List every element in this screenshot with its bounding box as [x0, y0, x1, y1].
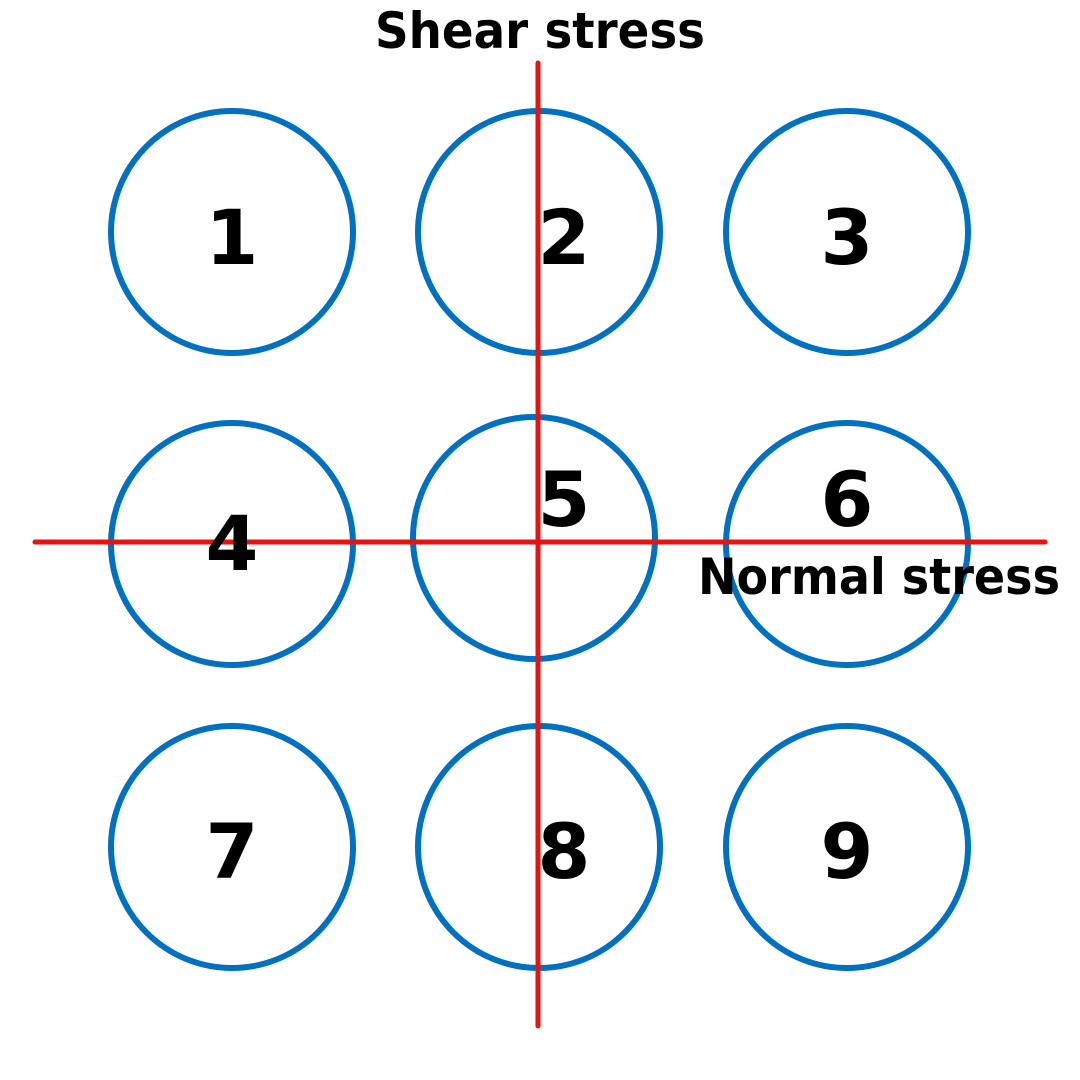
circle-9	[723, 723, 971, 971]
circle-labels: 1 2 3 4 5 6 7 8 9	[206, 193, 874, 896]
circle-label-9: 9	[821, 807, 874, 896]
normal-stress-title: Normal stress	[698, 548, 1060, 606]
circle-label-7: 7	[206, 807, 259, 896]
circle-label-6: 6	[821, 455, 874, 544]
circle-label-5: 5	[538, 455, 591, 544]
shear-stress-title: Shear stress	[375, 2, 705, 60]
circle-label-4: 4	[206, 499, 259, 588]
circle-label-1: 1	[206, 193, 259, 282]
circle-label-2: 2	[538, 193, 591, 282]
circle-label-3: 3	[821, 193, 874, 282]
circle-label-8: 8	[538, 807, 591, 896]
circle-5	[410, 414, 658, 662]
circle-3	[723, 108, 971, 356]
circle-7	[108, 723, 356, 971]
circle-1	[108, 108, 356, 356]
